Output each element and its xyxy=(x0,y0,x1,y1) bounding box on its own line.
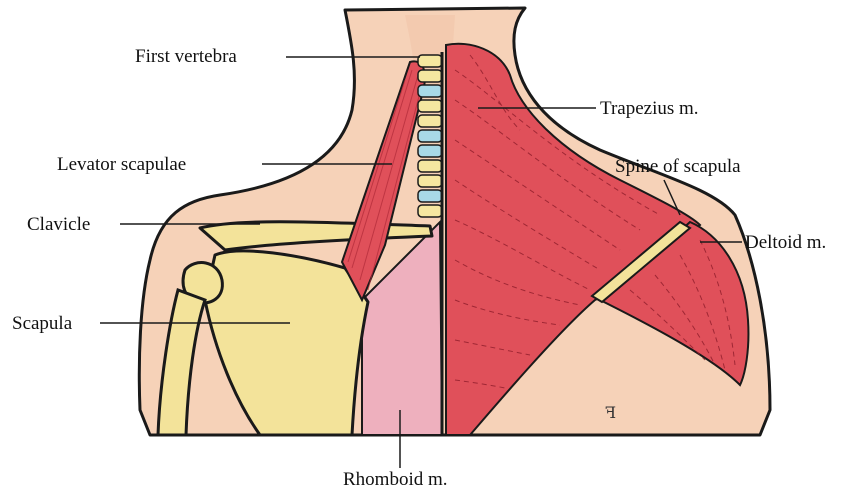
label-scapula: Scapula xyxy=(12,314,72,333)
vertebral-column xyxy=(418,55,442,217)
label-spine-of-scapula: Spine of scapula xyxy=(615,157,741,176)
label-deltoid: Deltoid m. xyxy=(745,233,826,252)
label-rhomboid: Rhomboid m. xyxy=(343,470,448,489)
artist-signature: ꟻ xyxy=(605,403,616,422)
label-first-vertebra: First vertebra xyxy=(135,47,237,66)
label-trapezius: Trapezius m. xyxy=(600,99,699,118)
label-levator-scapulae: Levator scapulae xyxy=(57,155,186,174)
label-clavicle: Clavicle xyxy=(27,215,90,234)
